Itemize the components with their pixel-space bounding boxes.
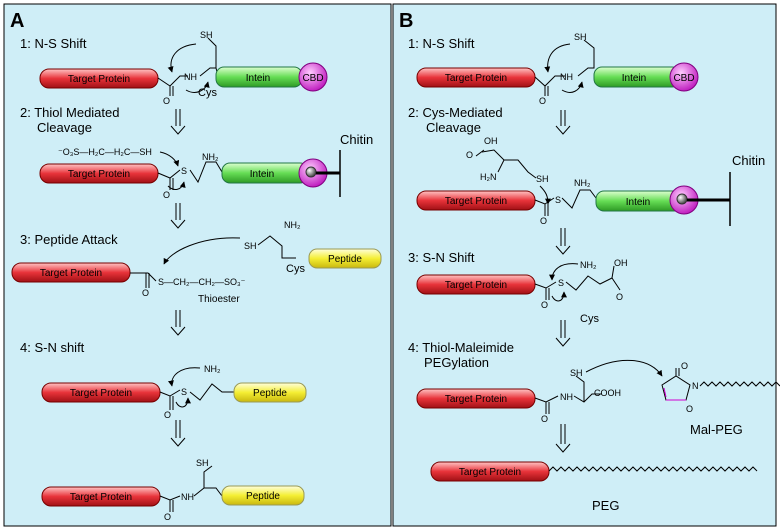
o-a4: O	[164, 410, 171, 420]
sh-b4: SH	[570, 368, 583, 378]
thioester-a3: Thioester	[198, 294, 240, 305]
h2n-b2: H₂N	[480, 172, 497, 182]
sh-a1: SH	[200, 30, 213, 40]
nh2-b2: NH₂	[574, 178, 591, 188]
panel-b-background	[392, 3, 777, 527]
mesna-a3: S—CH₂—CH₂—SO₃⁻	[158, 277, 246, 287]
peptide-a3	[308, 248, 382, 269]
step-a2-label-cont: Cleavage	[37, 120, 92, 135]
chitin-a2-label: Chitin	[340, 132, 373, 147]
nh2-a4: NH₂	[204, 364, 221, 374]
o-b3: O	[541, 300, 548, 310]
target-protein-b5	[430, 461, 550, 482]
target-protein-a5-label: Target Protein	[70, 492, 132, 503]
sh-b2: SH	[536, 174, 549, 184]
peptide-a5	[221, 485, 305, 506]
chitin-b2-label: Chitin	[732, 153, 765, 168]
target-protein-b4-label: Target Protein	[445, 394, 507, 405]
target-protein-a2-label: Target Protein	[68, 169, 130, 180]
o-a1: O	[163, 96, 170, 106]
cbd-a1-label: CBD	[302, 73, 323, 84]
peptide-a4	[233, 382, 307, 403]
target-protein-b1-label: Target Protein	[445, 73, 507, 84]
sh-a3: SH	[244, 241, 257, 251]
intein-b1-label: Intein	[622, 73, 646, 84]
peptide-a3-label: Peptide	[328, 254, 362, 265]
s-b3: S	[558, 278, 564, 288]
oh-b2: OH	[484, 136, 498, 146]
o-a3: O	[142, 288, 149, 298]
step-a2-label: 2: Thiol Mediated	[20, 105, 120, 120]
target-protein-a1-label: Target Protein	[68, 74, 130, 85]
sh-a5: SH	[196, 458, 209, 468]
bead-b2	[676, 193, 688, 205]
step-b2-label-cont: Cleavage	[426, 120, 481, 135]
s-a4: S	[181, 387, 187, 397]
o-b2b: O	[540, 216, 547, 226]
target-protein-a3-label: Target Protein	[40, 268, 102, 279]
step-b4-label: 4: Thiol-Maleimide	[408, 340, 514, 355]
nh-b4: NH	[560, 392, 573, 402]
nh-a1: NH	[184, 72, 197, 82]
step-a4-label: 4: S-N shift	[20, 340, 85, 355]
o-a2: O	[163, 190, 170, 200]
peg-label: PEG	[592, 498, 619, 513]
cbd-b1-label: CBD	[673, 73, 694, 84]
cys-b3: Cys	[580, 313, 599, 325]
oh-b3: OH	[614, 258, 628, 268]
o-b3b: O	[616, 292, 623, 302]
nh2-a3: NH₂	[284, 220, 301, 230]
o-mal-top: O	[681, 361, 688, 371]
panel-b-label: B	[399, 10, 413, 32]
step-a3-label: 3: Peptide Attack	[20, 232, 118, 247]
cbd-b1	[669, 62, 699, 92]
o-b1: O	[539, 96, 546, 106]
n-mal: N	[692, 381, 699, 391]
nh2-a2: NH₂	[202, 152, 219, 162]
step-b4-label-cont: PEGylation	[424, 355, 489, 370]
target-protein-b5-label: Target Protein	[459, 467, 521, 478]
step-a1-label: 1: N-S Shift	[20, 36, 87, 51]
cooh-b4: COOH	[594, 388, 621, 398]
cbd-a1	[298, 62, 328, 92]
o-b2: O	[466, 150, 473, 160]
nh-a5: NH	[181, 492, 194, 502]
step-b3-label: 3: S-N Shift	[408, 250, 475, 265]
o-mal-bottom: O	[686, 404, 693, 414]
o-a5: O	[164, 512, 171, 522]
s-b2: S	[555, 195, 561, 205]
intein-a2-label: Intein	[250, 169, 274, 180]
sh-b1: SH	[574, 32, 587, 42]
intein-b2-label: Intein	[626, 197, 650, 208]
intein-a1-label: Intein	[246, 73, 270, 84]
nh2-b3: NH₂	[580, 260, 597, 270]
target-protein-a4-label: Target Protein	[70, 388, 132, 399]
cys-a1: Cys	[198, 87, 217, 99]
panel-a-label: A	[10, 10, 24, 32]
step-b2-label: 2: Cys-Mediated	[408, 105, 503, 120]
s-a2: S	[181, 166, 187, 176]
target-protein-b3-label: Target Protein	[445, 280, 507, 291]
target-protein-b2-label: Target Protein	[445, 196, 507, 207]
peptide-a5-label: Peptide	[246, 491, 280, 502]
bead-a2	[305, 166, 317, 178]
step-b1-label: 1: N-S Shift	[408, 36, 475, 51]
o-b4: O	[541, 414, 548, 424]
malpeg-label: Mal-PEG	[690, 422, 743, 437]
nh-b1: NH	[560, 72, 573, 82]
cys-a3: Cys	[286, 263, 305, 275]
peptide-a4-label: Peptide	[253, 388, 287, 399]
mesna-a2: ⁻O₃S—H₂C—H₂C—SH	[58, 147, 152, 157]
